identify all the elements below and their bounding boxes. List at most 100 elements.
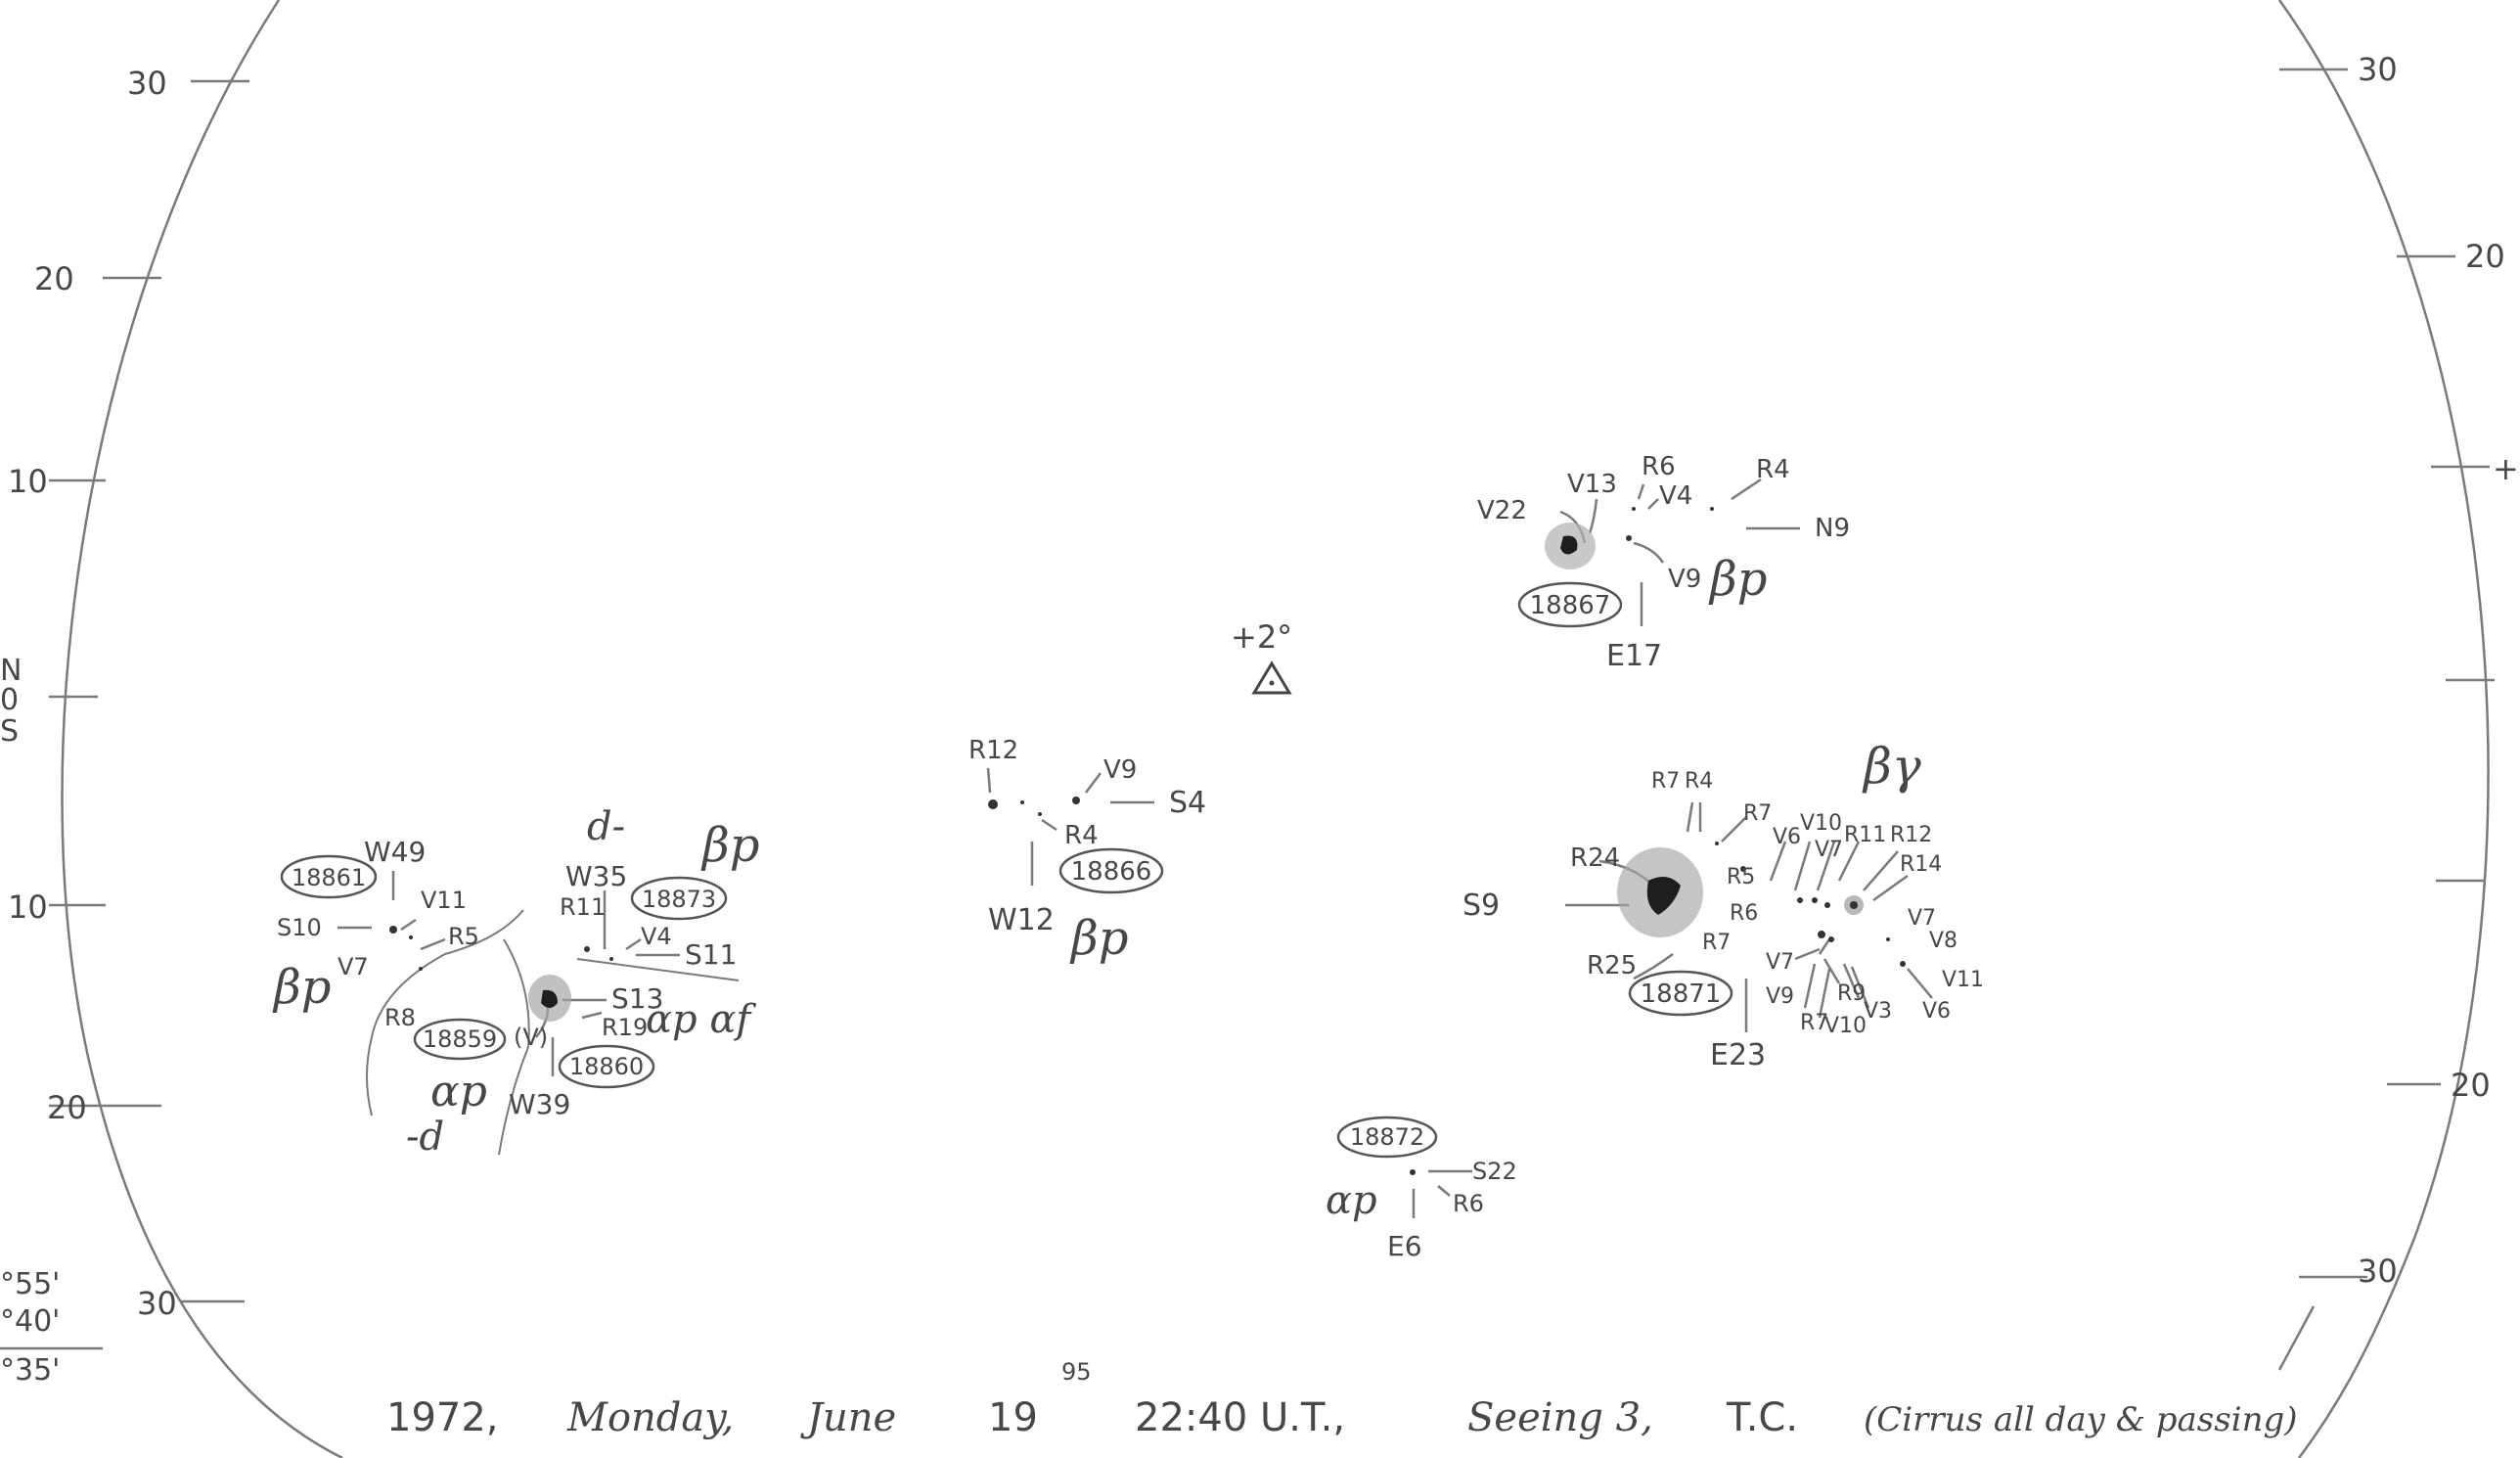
sunspot-group-18872: 18872 αp S22 R6 E6: [1326, 1123, 1517, 1262]
sunspot-group-18860: 18860 αp αf S13 (V) R19 W39: [509, 982, 756, 1120]
footer-year: 1972,: [386, 1395, 499, 1440]
observation-footer: 1972, Monday, June 19 95 22:40 U.T., See…: [386, 1358, 2298, 1440]
lat-label-right-n30: 30: [2358, 51, 2398, 88]
spot-label: V11: [1942, 968, 1984, 992]
center-triangle-icon: [1251, 661, 1292, 695]
lat-label-right-s30: 30: [2358, 1253, 2398, 1290]
group-number: 18866: [1071, 857, 1152, 887]
sunspot-group-18866: 18866 βp R12 V9 S4 R4 W12: [968, 736, 1206, 966]
group-class: βp: [272, 960, 331, 1015]
spot-label: R4: [1685, 769, 1713, 794]
spot-label: (V): [514, 1024, 548, 1051]
spot-label: R5: [448, 923, 479, 950]
lat-label-left-n30: 30: [127, 65, 167, 102]
spot-label: R6: [1453, 1190, 1484, 1217]
spot-label: R14: [1900, 852, 1942, 877]
lat-label-right-s20: 20: [2451, 1067, 2491, 1104]
footer-seeing: Seeing 3,: [1467, 1395, 1653, 1440]
spot-label: W35: [565, 860, 627, 892]
footer-time: 22:40 U.T.,: [1135, 1395, 1345, 1440]
spot-label: R7: [1743, 801, 1772, 826]
sunspot-group-18873: 18873 βp d- W35 R11 V4 S11: [560, 804, 759, 971]
group-number: 18861: [292, 864, 366, 891]
spot-label: d-: [587, 804, 625, 849]
spot-label: V22: [1477, 496, 1527, 525]
spot-label: V9: [1766, 984, 1794, 1009]
spot-label: R7: [1800, 1011, 1828, 1035]
spot-label: V4: [641, 923, 672, 950]
spot-label: R11: [1844, 823, 1886, 847]
spot-label: R25: [1587, 951, 1637, 980]
spot-label: R11: [560, 893, 606, 921]
corner-value-3: °35': [0, 1353, 60, 1388]
sunspot-group-18867: 18867 βp V22 V13 R6 V4 R4 N9 V9 E17: [1477, 452, 1850, 673]
group-number: 18872: [1350, 1123, 1424, 1151]
spot-label: S22: [1472, 1158, 1517, 1185]
group-number: 18860: [569, 1053, 644, 1080]
sunspot-group-18861: 18861 βp W49 V11 S10 R5 V7 R8: [272, 836, 479, 1031]
spot-label: V6: [1922, 999, 1951, 1024]
spot-label: R19: [602, 1014, 648, 1041]
group-number: 18873: [642, 886, 716, 913]
group-class: βp: [1708, 552, 1767, 607]
spot-label: R6: [1642, 452, 1676, 481]
spot-label: R24: [1570, 843, 1620, 873]
spot-label: W39: [509, 1088, 570, 1120]
spot-label: N9: [1815, 514, 1850, 543]
group-class: βp: [700, 818, 759, 873]
spot-label: V10: [1800, 811, 1842, 836]
spot-label: R5: [1727, 865, 1755, 889]
spot-label: R8: [384, 1004, 416, 1031]
lat-label-right-n20: 20: [2465, 238, 2505, 275]
lat-label-left-s20: 20: [47, 1089, 87, 1126]
sunspot-group-18859: 18859 αp -d: [406, 1025, 497, 1160]
spot-label: V7: [1815, 838, 1843, 862]
group-number: 18871: [1641, 980, 1722, 1009]
spot-label: V3: [1864, 999, 1892, 1024]
spot-label: R4: [1756, 455, 1790, 484]
footer-observer: T.C.: [1726, 1395, 1798, 1440]
hemisphere-n: N: [0, 654, 22, 688]
spot-label: R4: [1064, 821, 1099, 850]
lat-label-right-plus: +: [2493, 450, 2519, 487]
spot-label: R7: [1702, 931, 1731, 955]
corner-value-1: °55': [0, 1267, 60, 1301]
corner-value-2: °40': [0, 1304, 60, 1339]
spot-label: S4: [1169, 786, 1206, 820]
lat-label-left-s30: 30: [137, 1285, 177, 1322]
spot-label: -d: [406, 1115, 444, 1160]
spot-label: R12: [968, 736, 1018, 765]
sunspot-group-18871: 18871 βγ R7 R4 R7 V6 V10 V7 R11 R12 R14 …: [1462, 738, 1984, 1072]
hemisphere-s: S: [0, 714, 19, 749]
group-class: βp: [1069, 911, 1128, 966]
footer-weekday: Monday,: [566, 1395, 734, 1440]
lat-label-left-n10: 10: [8, 463, 48, 500]
group-number: 18867: [1530, 591, 1611, 620]
spot-label: V9: [1668, 565, 1701, 594]
footer-month: June: [800, 1395, 896, 1440]
footer-day-fraction: 95: [1061, 1358, 1092, 1386]
spot-label: R6: [1730, 901, 1758, 926]
solar-limb-left: [61, 0, 343, 1458]
center-angle-label: +2°: [1231, 618, 1292, 656]
spot-label: S11: [685, 938, 737, 971]
group-class: αp αf: [646, 997, 756, 1042]
footer-note: (Cirrus all day & passing): [1864, 1400, 2298, 1439]
spot-label: V11: [421, 887, 467, 914]
solar-limb-right: [2277, 0, 2490, 1458]
footer-day: 19: [988, 1395, 1038, 1440]
spot-label: E17: [1606, 639, 1662, 673]
lat-label-left-n20: 20: [34, 260, 74, 297]
group-number: 18859: [423, 1025, 497, 1053]
spot-label: V4: [1659, 481, 1692, 511]
spot-label: R12: [1890, 823, 1932, 847]
spot-label: E23: [1710, 1038, 1766, 1072]
spot-label: R9: [1837, 981, 1866, 1006]
group-class: αp: [1326, 1178, 1377, 1223]
spot-label: S13: [611, 982, 663, 1015]
group-class: βγ: [1862, 738, 1921, 795]
spot-label: V7: [338, 953, 369, 980]
group-class: αp: [430, 1067, 487, 1116]
spot-label: V6: [1773, 825, 1801, 849]
